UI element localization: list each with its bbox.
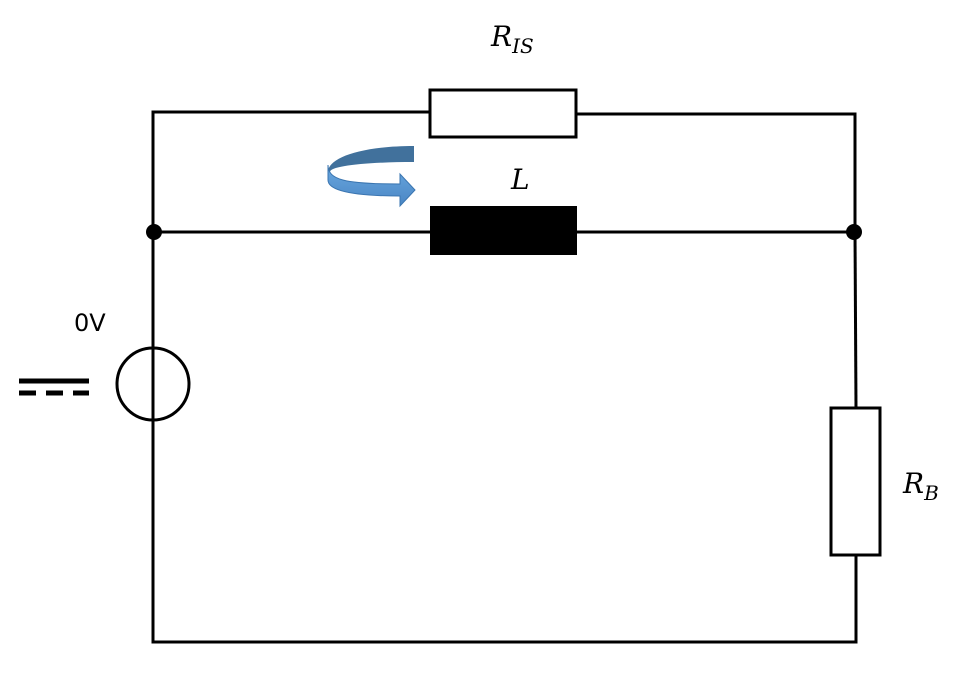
inductor-l	[430, 206, 577, 255]
wires	[151, 110, 858, 644]
label-r-is-sub: IS	[511, 34, 534, 58]
curved-rotation-arrow-icon	[327, 146, 416, 208]
label-source-voltage: 0V	[74, 309, 106, 337]
label-inductor: L	[510, 163, 530, 196]
junction-node-right	[846, 224, 862, 240]
dc-symbol-icon	[19, 378, 89, 396]
label-r-is-main: R	[490, 20, 512, 53]
label-r-b-sub: B	[923, 481, 939, 505]
resistor-r-is	[428, 88, 578, 139]
label-r-is: RIS	[490, 20, 534, 58]
label-r-b: RB	[902, 467, 939, 505]
label-r-b-main: R	[902, 467, 924, 500]
wire-right-upper	[853, 230, 858, 410]
junction-node-left	[146, 224, 162, 240]
resistor-r-b	[829, 406, 882, 557]
